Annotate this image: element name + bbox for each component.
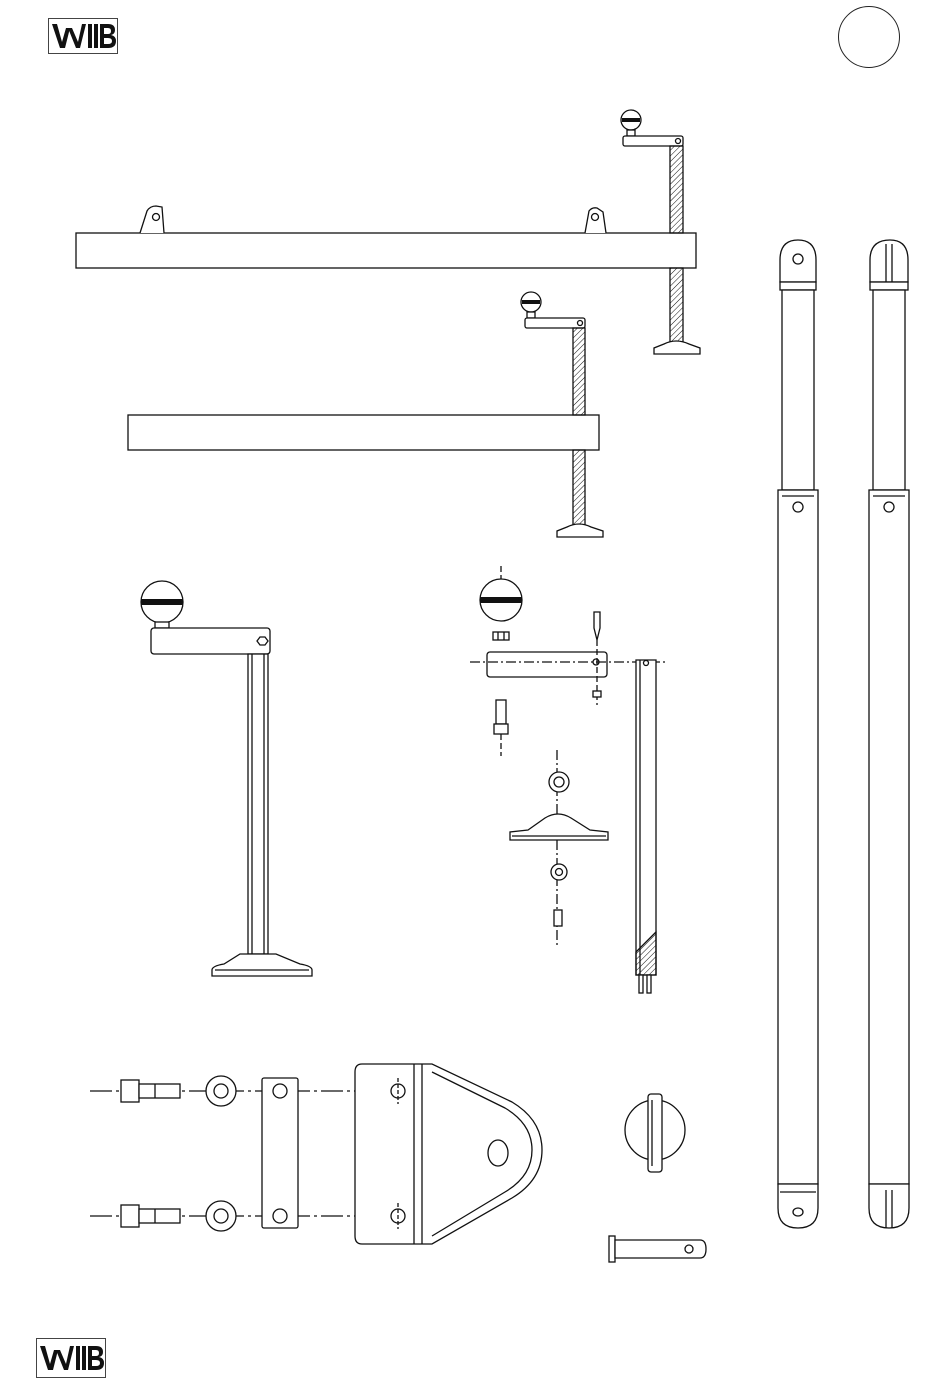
- wmb-logo-icon: [36, 1338, 106, 1378]
- threaded-rod-lower: [670, 268, 683, 344]
- bracket-exploded: [90, 1064, 542, 1244]
- threaded-rod-upper: [670, 146, 683, 233]
- beam-lug-left: [140, 206, 164, 233]
- leg-tube: [248, 654, 268, 954]
- washer-upper: [206, 1076, 236, 1106]
- telescopic-post-round: [778, 240, 818, 1228]
- leg-tube: [636, 660, 656, 975]
- crank-arm: [525, 318, 585, 328]
- foot-pad: [654, 341, 700, 354]
- backing-plate: [262, 1078, 298, 1228]
- crank-arm: [487, 652, 607, 677]
- foot-pad: [557, 524, 603, 537]
- bolt: [496, 700, 506, 724]
- clevis-pin: [609, 1236, 706, 1262]
- nut: [493, 632, 509, 640]
- grub-screw: [594, 612, 600, 640]
- long-frame-beam-assembly: [76, 110, 700, 354]
- foot-pad: [212, 954, 312, 976]
- short-frame-beam-assembly: [128, 292, 603, 537]
- threaded-rod-upper: [573, 328, 585, 415]
- washer: [549, 772, 569, 792]
- bolt-lower: [121, 1205, 139, 1227]
- crank-leg-exploded: [470, 566, 668, 993]
- mounting-bracket: [355, 1064, 542, 1244]
- linch-pin: [625, 1094, 685, 1172]
- crank-arm: [151, 628, 270, 654]
- short-beam: [128, 415, 599, 450]
- screw: [554, 910, 562, 926]
- long-beam: [76, 233, 696, 268]
- bolt-upper: [121, 1080, 139, 1102]
- washer-lower: [206, 1201, 236, 1231]
- threaded-rod-lower: [573, 450, 585, 527]
- crank-leg-assembled: [141, 581, 312, 976]
- telescopic-post-slotted: [869, 240, 909, 1228]
- crank-arm: [623, 136, 683, 146]
- washer: [551, 864, 567, 880]
